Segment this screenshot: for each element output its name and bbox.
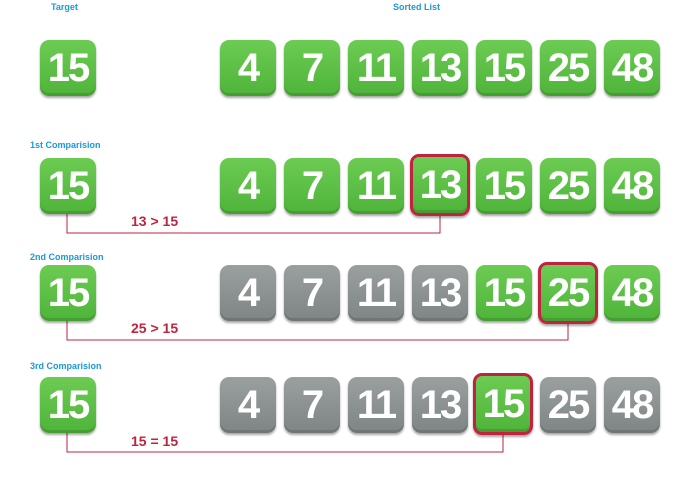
connector-line-1: [66, 210, 441, 234]
list-tile: 15: [476, 265, 532, 321]
list-tile-selected: 15: [473, 373, 533, 435]
connector-line-3: [66, 428, 504, 453]
list-tile: 13: [412, 265, 468, 321]
list-tile: 7: [284, 377, 340, 433]
list-tile: 11: [348, 40, 404, 96]
target-tile: 15: [40, 158, 96, 214]
list-tile: 4: [220, 158, 276, 214]
target-tile: 15: [40, 40, 96, 96]
list-tile: 25: [540, 40, 596, 96]
list-tile: 48: [604, 377, 660, 433]
comparison-3-text: 15 = 15: [131, 433, 179, 449]
list-tile: 15: [476, 158, 532, 214]
sorted-list-label: Sorted List: [393, 2, 441, 12]
comparison-2-label: 2nd Comparision: [30, 252, 104, 262]
list-tile-selected: 13: [410, 154, 470, 216]
list-tile: 48: [604, 265, 660, 321]
comparison-3-label: 3rd Comparision: [30, 361, 102, 371]
comparison-1-label: 1st Comparision: [30, 140, 101, 150]
connector-line-2: [66, 315, 569, 341]
target-tile: 15: [40, 377, 96, 433]
list-tile: 48: [604, 158, 660, 214]
list-tile: 11: [348, 158, 404, 214]
comparison-1-text: 13 > 15: [131, 213, 179, 229]
list-tile: 7: [284, 40, 340, 96]
list-tile: 4: [220, 265, 276, 321]
list-tile: 11: [348, 265, 404, 321]
list-tile: 25: [540, 158, 596, 214]
target-tile: 15: [40, 265, 96, 321]
list-tile: 7: [284, 158, 340, 214]
list-tile: 13: [412, 377, 468, 433]
list-tile: 48: [604, 40, 660, 96]
list-tile: 7: [284, 265, 340, 321]
list-tile: 15: [476, 40, 532, 96]
list-tile-selected: 25: [538, 262, 598, 324]
list-tile: 4: [220, 40, 276, 96]
list-tile: 11: [348, 377, 404, 433]
list-tile: 25: [540, 377, 596, 433]
comparison-2-text: 25 > 15: [131, 320, 179, 336]
target-label: Target: [51, 2, 78, 12]
list-tile: 4: [220, 377, 276, 433]
list-tile: 13: [412, 40, 468, 96]
